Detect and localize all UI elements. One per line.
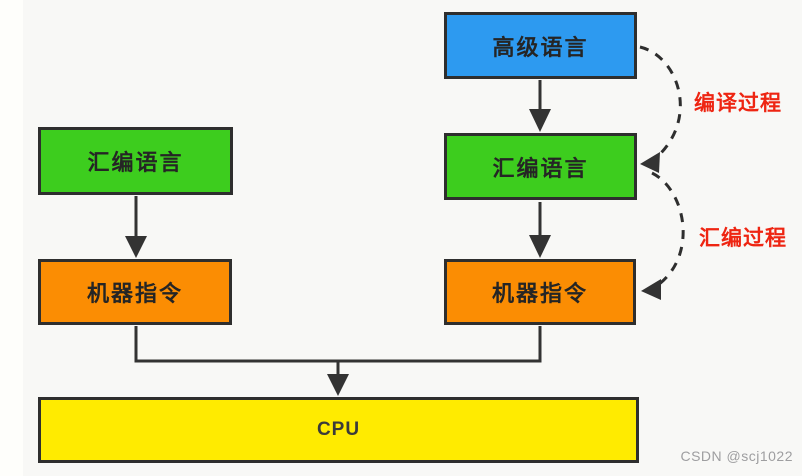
label-compile-process: 编译过程: [694, 92, 782, 115]
box-assembly-language-right: 汇编语言: [444, 133, 637, 200]
box-machine-instructions-right-label: 机器指令: [491, 281, 588, 306]
box-assembly-language-right-label: 汇编语言: [492, 155, 589, 181]
watermark: CSDN @scj1022: [680, 448, 793, 464]
arrow-highlevel-to-assembly-head: [529, 109, 551, 132]
box-high-level-language-label: 高级语言: [492, 34, 589, 60]
dashed-curve-assembly-process: [651, 171, 685, 287]
dashed-curve-assembly-arrow-head: [641, 279, 661, 300]
arrow-left-assembly-to-machine-head: [125, 236, 147, 258]
box-cpu: CPU: [38, 397, 639, 463]
box-assembly-language-left: 汇编语言: [38, 127, 233, 195]
box-machine-instructions-left: 机器指令: [38, 259, 232, 325]
box-assembly-language-left-label: 汇编语言: [87, 150, 184, 175]
connector-machine-boxes-to-bus: [134, 326, 542, 363]
left-margin-strip: [0, 0, 23, 476]
box-machine-instructions-right: 机器指令: [444, 259, 636, 325]
dashed-curve-compile-arrow-head: [640, 152, 660, 173]
box-cpu-label: CPU: [316, 419, 361, 440]
dashed-curve-compile-process: [639, 45, 682, 160]
box-high-level-language: 高级语言: [444, 12, 637, 79]
box-machine-instructions-left-label: 机器指令: [86, 281, 183, 306]
arrow-bus-to-cpu-head: [327, 374, 349, 396]
label-assembly-process: 汇编过程: [699, 227, 787, 250]
arrow-right-assembly-to-machine-head: [529, 235, 551, 258]
